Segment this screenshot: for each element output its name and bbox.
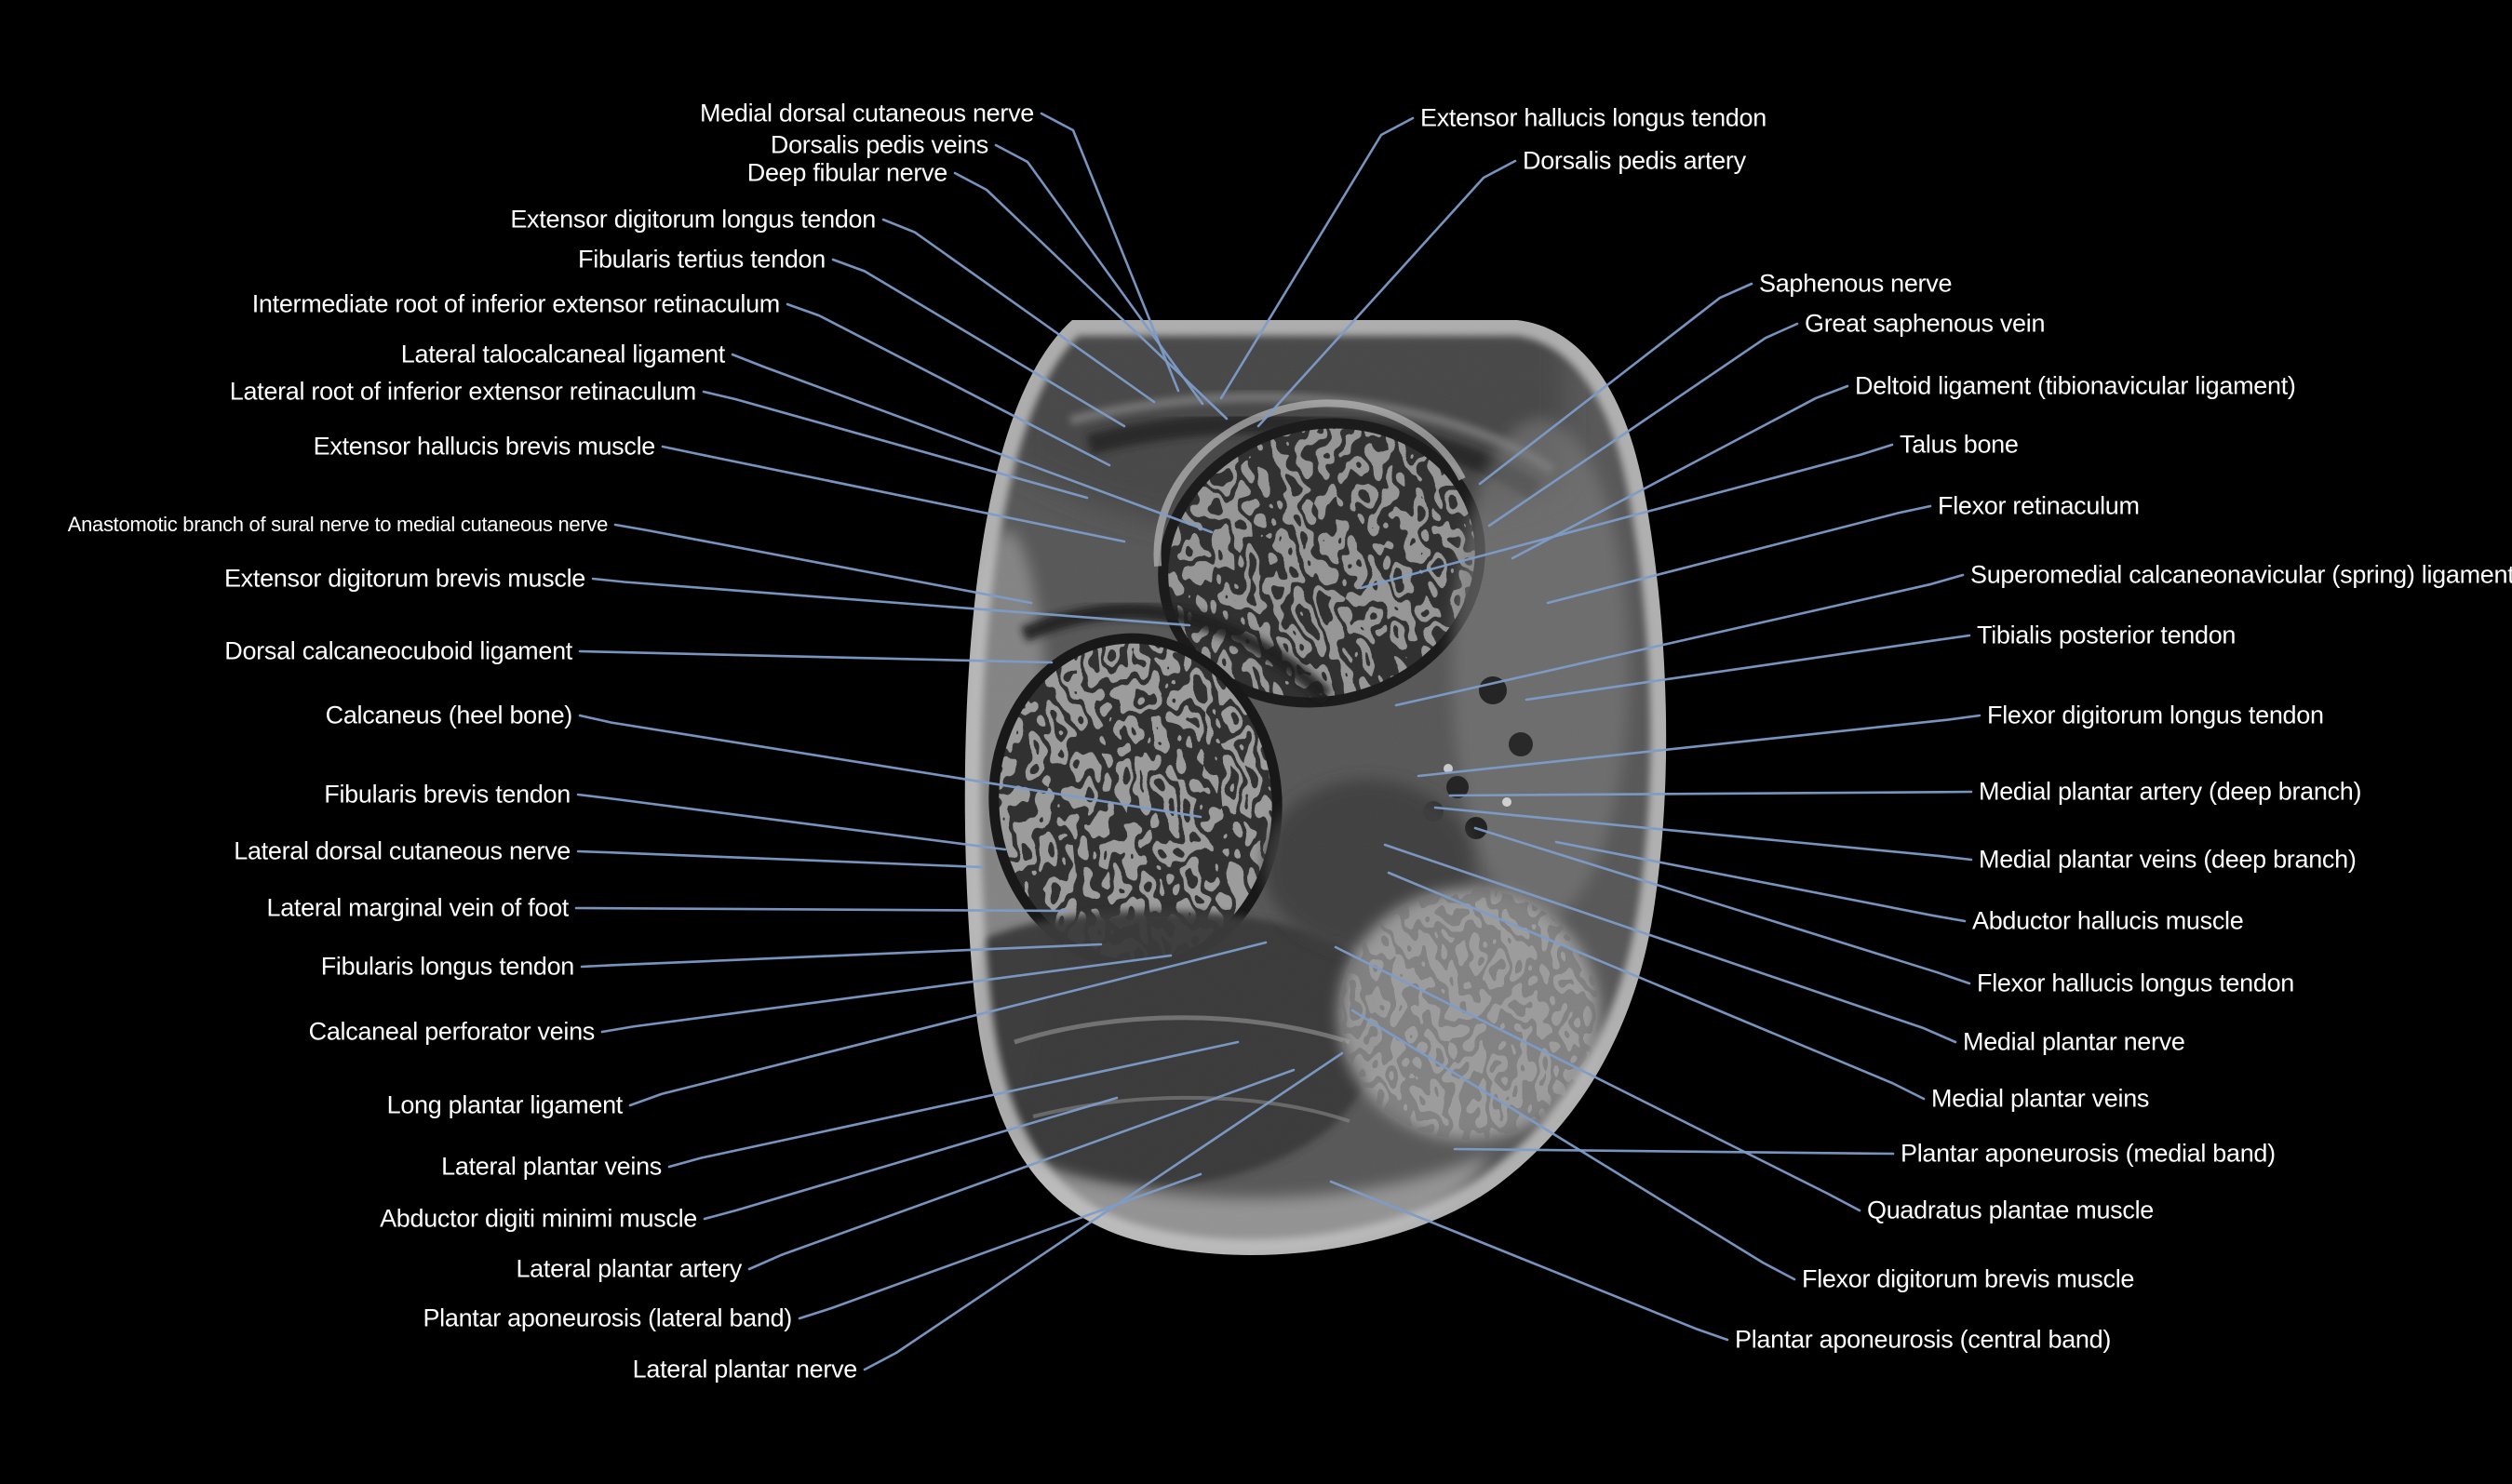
anatomy-label: Fibularis brevis tendon	[324, 780, 571, 809]
leader-line	[1350, 1009, 1796, 1281]
leader-line	[591, 577, 1191, 627]
anatomy-label: Medial dorsal cutaneous nerve	[699, 99, 1034, 127]
leader-line	[576, 793, 1007, 851]
leader-line	[798, 1172, 1202, 1320]
leader-line	[628, 941, 1268, 1107]
leader-line	[578, 649, 1054, 664]
anatomy-label: Lateral plantar veins	[441, 1152, 662, 1181]
leader-line	[1554, 840, 1967, 923]
anatomy-label: Flexor hallucis longus tendon	[1977, 969, 2295, 997]
leader-line	[1219, 116, 1415, 400]
leader-line	[1040, 112, 1180, 393]
leader-line	[1473, 826, 1971, 985]
anatomy-label: Medial plantar artery (deep branch)	[1979, 777, 2362, 806]
leader-line	[1453, 1147, 1895, 1156]
leader-line	[576, 849, 984, 869]
anatomy-label: Medial plantar veins	[1931, 1084, 2150, 1113]
leader-line	[1359, 443, 1894, 590]
leader-line	[786, 302, 1111, 467]
anatomy-label: Calcaneal perforator veins	[308, 1017, 596, 1046]
anatomy-label: Saphenous nerve	[1759, 269, 1953, 298]
leader-line	[863, 1051, 1344, 1371]
leader-line	[1387, 871, 1926, 1101]
anatomy-label: Dorsal calcaneocuboid ligament	[224, 636, 572, 665]
anatomy-label: Great saphenous vein	[1805, 309, 2046, 338]
anatomy-label: Dorsalis pedis artery	[1523, 146, 1746, 175]
leader-line	[1433, 806, 1973, 862]
leader-line	[613, 523, 1033, 605]
leader-line	[747, 1068, 1296, 1271]
anatomy-label: Quadratus plantae muscle	[1867, 1196, 2154, 1224]
anatomy-label: Lateral plantar artery	[516, 1254, 742, 1283]
leader-line	[574, 906, 1068, 913]
leader-line	[703, 1096, 1119, 1221]
leader-line	[702, 390, 1089, 500]
leader-line	[1511, 384, 1849, 560]
anatomy-label: Flexor digitorum brevis muscle	[1802, 1264, 2135, 1293]
anatomy-label: Fibularis longus tendon	[320, 952, 575, 981]
anatomy-label: Anastomotic branch of sural nerve to med…	[67, 513, 609, 536]
leader-line	[1448, 790, 1973, 797]
anatomy-label: Extensor digitorum brevis muscle	[223, 564, 585, 593]
anatomy-label: Flexor retinaculum	[1938, 491, 2140, 520]
leader-line	[1525, 634, 1971, 702]
anatomy-label: Deltoid ligament (tibionavicular ligamen…	[1855, 371, 2296, 400]
mri-noise-overlay	[964, 320, 1667, 1256]
leader-line	[1394, 573, 1965, 707]
anatomy-label: Fibularis tertius tendon	[578, 245, 826, 274]
anatomy-label: Medial plantar veins (deep branch)	[1979, 845, 2357, 874]
anatomy-label: Intermediate root of inferior extensor r…	[251, 289, 781, 318]
leader-line	[1487, 322, 1799, 528]
anatomy-label: Lateral dorsal cutaneous nerve	[234, 836, 571, 865]
leader-line	[1417, 714, 1981, 778]
leader-line	[1256, 159, 1517, 428]
anatomy-label: Plantar aponeurosis (lateral band)	[423, 1304, 792, 1332]
leader-line	[953, 171, 1229, 421]
leader-line	[600, 954, 1173, 1034]
anatomy-label: Medial plantar nerve	[1963, 1027, 2185, 1056]
leader-line	[1383, 843, 1957, 1044]
anatomy-label: Deep fibular nerve	[746, 158, 948, 187]
anatomy-label: Calcaneus (heel bone)	[325, 701, 573, 729]
leader-line	[661, 445, 1126, 543]
leader-line	[578, 714, 1202, 819]
leader-line	[881, 218, 1156, 404]
anatomy-label: Tibialis posterior tendon	[1977, 621, 2237, 649]
leader-line	[580, 943, 1103, 969]
leader-line	[1334, 945, 1861, 1212]
leader-lines-layer	[574, 112, 1981, 1371]
leader-line	[667, 1040, 1240, 1169]
leader-line	[731, 353, 1214, 534]
leader-line	[1329, 1180, 1729, 1342]
anatomy-label: Plantar aponeurosis (central band)	[1735, 1325, 2112, 1354]
anatomy-label: Lateral marginal vein of foot	[266, 893, 570, 922]
anatomy-label: Abductor digiti minimi muscle	[380, 1204, 697, 1233]
anatomy-label: Extensor hallucis brevis muscle	[313, 432, 656, 461]
leader-line	[994, 143, 1204, 406]
anatomy-label: Flexor digitorum longus tendon	[1987, 701, 2324, 729]
leader-line	[831, 258, 1126, 428]
anatomy-label: Superomedial calcaneonavicular (spring) …	[1970, 560, 2512, 589]
anatomy-label: Lateral talocalcaneal ligament	[400, 340, 726, 368]
anatomy-label: Lateral root of inferior extensor retina…	[229, 377, 697, 406]
anatomy-label: Plantar aponeurosis (medial band)	[1901, 1139, 2276, 1168]
anatomy-label: Long plantar ligament	[386, 1090, 624, 1119]
anatomy-label: Talus bone	[1900, 430, 2019, 459]
anatomy-label: Extensor digitorum longus tendon	[510, 205, 876, 234]
anatomy-label: Lateral plantar nerve	[632, 1355, 858, 1384]
anatomy-label: Extensor hallucis longus tendon	[1420, 103, 1766, 132]
mri-foot-cross-section	[964, 320, 1667, 1256]
anatomy-label: Abductor hallucis muscle	[1972, 906, 2244, 935]
leader-line	[1478, 282, 1753, 486]
anatomy-label: Dorsalis pedis veins	[770, 130, 988, 159]
leader-line	[1546, 504, 1932, 605]
